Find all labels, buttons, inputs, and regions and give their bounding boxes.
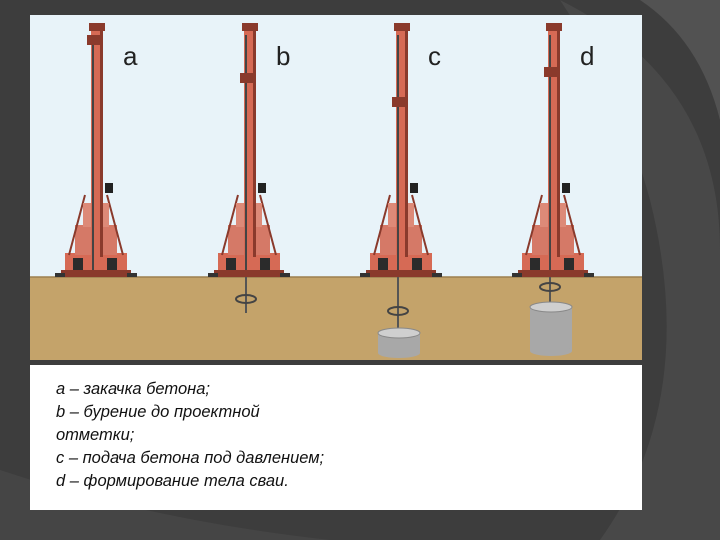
rig-control-box [258,183,266,193]
rig-base-slot [107,258,117,270]
diagram-panel: a b c d [30,15,642,360]
auger-flight [539,282,561,292]
rig-mast-edge [100,27,103,257]
rig-foot [280,273,290,277]
caption-line-b-cont: отметки; [56,426,135,444]
rig-mast-edge [405,27,408,257]
rig-brace [106,194,124,256]
auger-flight [235,294,257,304]
rig-foot [127,273,137,277]
caption-list: a – закачка бетона; b – бурение до проек… [56,378,456,493]
rig-brace [411,194,429,256]
stage-letter-b: b [276,41,290,71]
caption-line-a: a – закачка бетона; [56,380,210,398]
concrete-bulb-bottom [378,348,420,358]
rig-mast-top [394,23,410,31]
cfa-pile-diagram: a b c d [30,15,642,360]
rig-mast-top [546,23,562,31]
caption-line-d: d – формирование тела сваи. [56,472,289,490]
rig-base-slot [530,258,540,270]
rig-foot [55,273,65,277]
stage-letter-a: a [123,41,138,71]
rig-control-box [410,183,418,193]
rig-control-box [105,183,113,193]
rig-rotary-head [240,73,254,83]
rig-rotary-head [87,35,101,45]
rig-base-slot [73,258,83,270]
caption-line-b: b – бурение до проектной [56,403,260,421]
rig-track [518,270,588,277]
stage-letter-d: d [580,41,594,71]
rig-mast-top [242,23,258,31]
rig-base-slot [226,258,236,270]
rig-base-slot [412,258,422,270]
rig-rotary-head [392,97,406,107]
rig-brace [525,194,543,256]
caption-line-c: c – подача бетона под давлением; [56,449,325,467]
rig-foot [584,273,594,277]
rig-brace [259,194,277,256]
rig-mast-top [89,23,105,31]
rig-base-slot [564,258,574,270]
rig-brace [373,194,391,256]
rig-mast-edge [557,27,560,257]
rig-control-box [562,183,570,193]
rig-base-slot [260,258,270,270]
concrete-bulb-top [377,327,421,339]
rig-c: c [360,23,442,358]
rig-foot [360,273,370,277]
rig-rotary-head [544,67,558,77]
rig-b: b [208,23,290,313]
rig-brace [68,194,86,256]
rig-mast-edge [253,27,256,257]
rig-base-slot [378,258,388,270]
rig-d: d [512,23,594,356]
stage-letter-c: c [428,41,441,71]
rig-foot [208,273,218,277]
rig-brace [563,194,581,256]
rig-brace [221,194,239,256]
concrete-pile-top [529,301,573,313]
auger-flight [387,306,409,316]
concrete-pile-bottom [530,346,572,356]
rig-foot [512,273,522,277]
concrete-pile [530,307,572,351]
rig-track [61,270,131,277]
rig-track [214,270,284,277]
concrete-bulb [378,333,420,353]
rig-track [366,270,436,277]
rig-foot [432,273,442,277]
caption-box [30,365,642,510]
rig-a: a [55,23,138,277]
